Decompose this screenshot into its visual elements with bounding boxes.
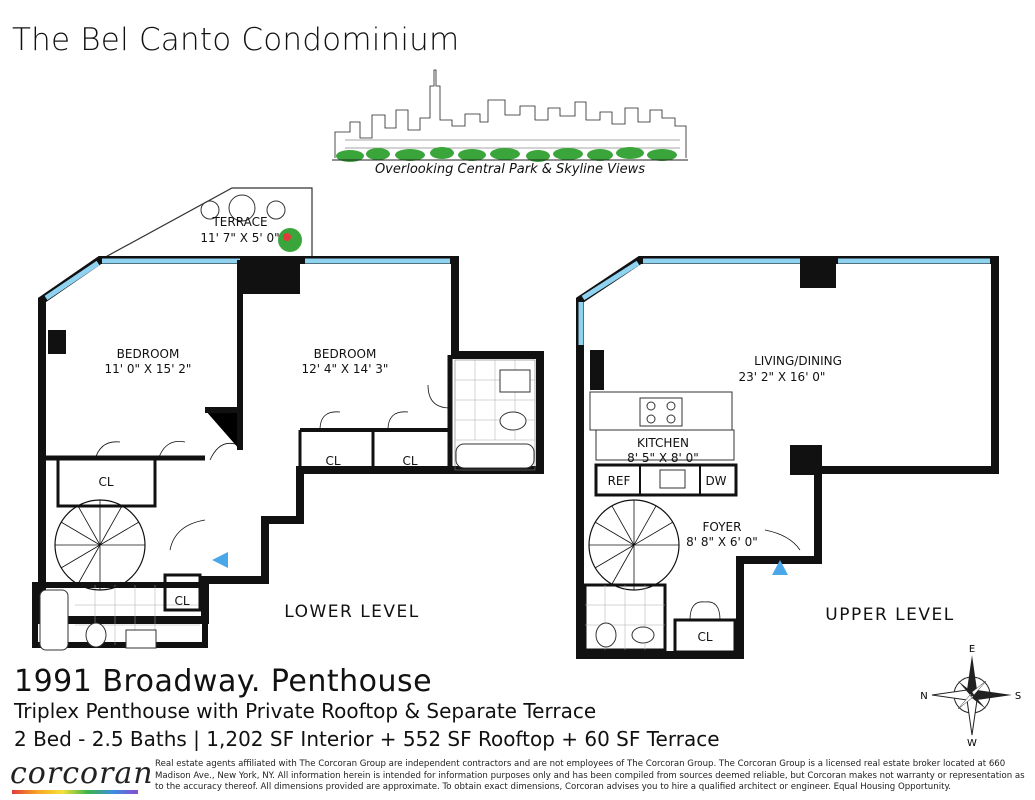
closet-label: CL bbox=[98, 475, 113, 489]
terrace-chair bbox=[200, 200, 220, 220]
closet-label: CL bbox=[174, 594, 189, 608]
floor-plan: TERRACE 11' 7" X 5' 0" BEDROOM 11' 0" X … bbox=[32, 187, 999, 659]
refrigerator-label: REF bbox=[608, 474, 631, 488]
closet-label: CL bbox=[697, 630, 712, 644]
brand-color-bar bbox=[12, 790, 138, 794]
skyline-tagline: Overlooking Central Park & Skyline Views bbox=[374, 162, 646, 177]
upper-entry-arrow bbox=[772, 560, 788, 575]
foyer-label: FOYER bbox=[703, 520, 742, 534]
skyline-illustration bbox=[332, 69, 688, 162]
kitchen-label: KITCHEN bbox=[637, 436, 689, 450]
bedroom1-dims: 11' 0" X 15' 2" bbox=[105, 362, 192, 376]
compass-w: W bbox=[967, 738, 977, 749]
closet-label: CL bbox=[325, 454, 340, 468]
bedroom2-label: BEDROOM bbox=[314, 347, 377, 361]
terrace-label: TERRACE bbox=[211, 215, 267, 229]
living-dining-dims: 23' 2" X 16' 0" bbox=[739, 370, 826, 384]
compass-s: S bbox=[1015, 691, 1021, 702]
listing-subtitle: Triplex Penthouse with Private Rooftop &… bbox=[14, 699, 597, 723]
terrace-table bbox=[228, 194, 256, 222]
page-title: The Bel Canto Condominium bbox=[12, 22, 460, 58]
dishwasher-label: DW bbox=[705, 474, 726, 488]
upper-level-plan bbox=[576, 256, 999, 659]
lower-entry-arrow bbox=[212, 552, 228, 568]
terrace-planter bbox=[278, 228, 302, 252]
compass-rose-icon: E N S W bbox=[920, 644, 1021, 749]
kitchen-dims: 8' 5" X 8' 0" bbox=[627, 451, 699, 465]
terrace-outline bbox=[99, 187, 313, 261]
listing-address: 1991 Broadway. Penthouse bbox=[14, 664, 433, 699]
brand-logo: corcoran bbox=[10, 756, 154, 791]
compass-e: E bbox=[969, 644, 975, 655]
upper-level-label: UPPER LEVEL bbox=[825, 605, 954, 625]
foyer-dims: 8' 8" X 6' 0" bbox=[686, 535, 758, 549]
lower-level-plan bbox=[32, 187, 544, 651]
bedroom2-dims: 12' 4" X 14' 3" bbox=[302, 362, 389, 376]
closet-label: CL bbox=[402, 454, 417, 468]
terrace-dims: 11' 7" X 5' 0" bbox=[200, 231, 279, 245]
terrace-chair bbox=[266, 200, 286, 220]
listing-specs: 2 Bed - 2.5 Baths | 1,202 SF Interior + … bbox=[14, 727, 720, 751]
bedroom1-label: BEDROOM bbox=[117, 347, 180, 361]
compass-n: N bbox=[920, 691, 927, 702]
lower-level-label: LOWER LEVEL bbox=[284, 602, 420, 622]
living-dining-label: LIVING/DINING bbox=[754, 354, 842, 368]
legal-disclaimer: Real estate agents affiliated with The C… bbox=[155, 759, 1025, 792]
